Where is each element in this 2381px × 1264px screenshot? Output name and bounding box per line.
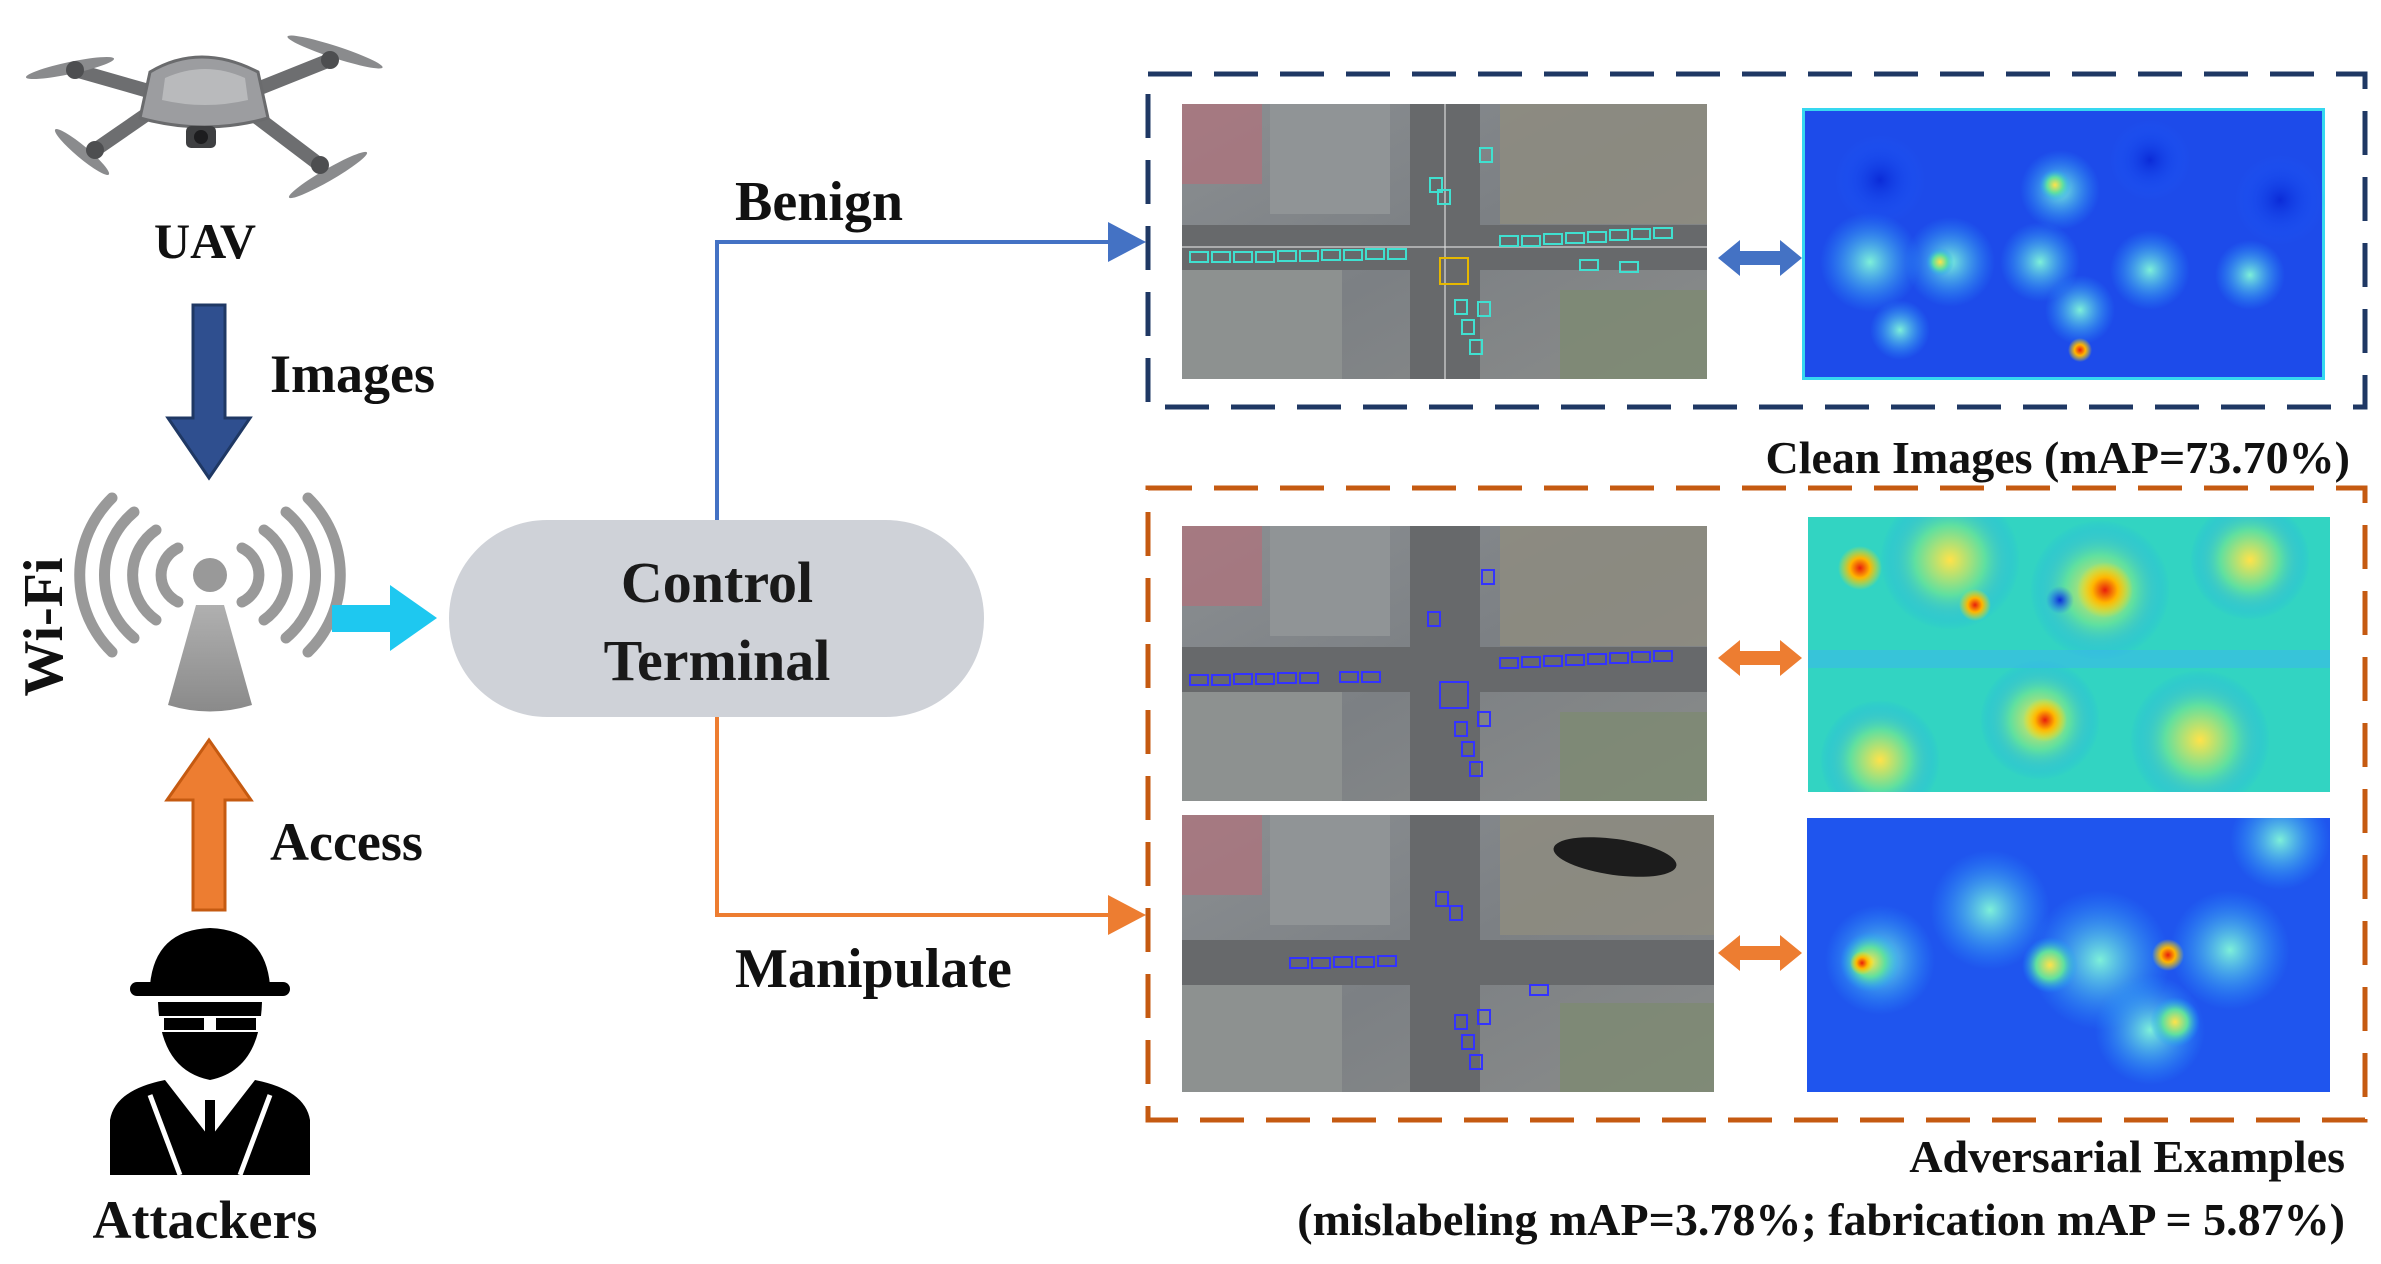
benign-detection-image bbox=[1182, 104, 1707, 379]
hacker-icon bbox=[110, 928, 310, 1176]
benign-connector bbox=[715, 240, 1112, 520]
control-terminal-line1: Control bbox=[621, 550, 813, 615]
wifi-antenna-tip bbox=[193, 558, 227, 592]
clean-images-box bbox=[1145, 71, 2368, 410]
images-arrow bbox=[165, 303, 253, 481]
mislabeling-attack-image bbox=[1182, 526, 1707, 801]
benign-label: Benign bbox=[735, 171, 903, 233]
access-arrow bbox=[164, 737, 254, 912]
drone-icon bbox=[25, 35, 383, 199]
attackers-label: Attackers bbox=[93, 1190, 318, 1250]
clean-heatmap bbox=[1802, 108, 2325, 380]
control-terminal-node bbox=[449, 520, 984, 717]
control-terminal-line2: Terminal bbox=[604, 628, 831, 693]
adversarial-examples-box bbox=[1145, 485, 2368, 1123]
manipulate-connector bbox=[715, 717, 1112, 917]
fabrication-attack-image bbox=[1182, 815, 1714, 1092]
wifi-to-terminal-arrow bbox=[332, 585, 437, 651]
wifi-tower-body bbox=[168, 605, 252, 712]
fabrication-heatmap bbox=[1807, 818, 2330, 1092]
adversarial-caption-line1: Adversarial Examples bbox=[1909, 1131, 2345, 1182]
wifi-tower-icon bbox=[74, 492, 346, 658]
images-label: Images bbox=[270, 344, 435, 404]
mislabeling-double-arrow bbox=[1718, 640, 1802, 676]
wifi-label: Wi-Fi bbox=[13, 558, 75, 697]
benign-double-arrow bbox=[1718, 240, 1802, 276]
manipulate-arrowhead bbox=[1108, 895, 1146, 935]
adversarial-caption-line2: (mislabeling mAP=3.78%; fabrication mAP … bbox=[1297, 1194, 2345, 1245]
manipulate-label: Manipulate bbox=[735, 938, 1012, 1000]
uav-label: UAV bbox=[154, 213, 256, 269]
clean-images-caption: Clean Images (mAP=73.70%) bbox=[1765, 432, 2350, 483]
benign-arrowhead bbox=[1108, 222, 1146, 262]
mislabeling-heatmap bbox=[1808, 517, 2330, 792]
access-label: Access bbox=[270, 812, 423, 872]
fabrication-double-arrow bbox=[1718, 935, 1802, 971]
